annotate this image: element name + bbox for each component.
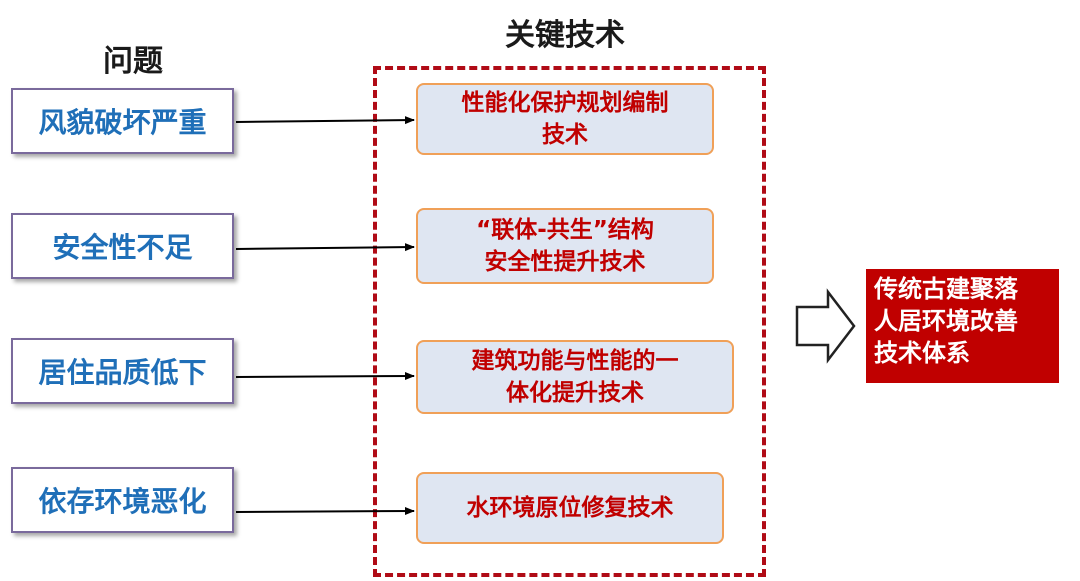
tech-box-4: 水环境原位修复技术 [416,472,724,544]
result-arrow-icon [795,288,856,364]
result-line: 传统古建聚落 [874,275,1018,303]
connector-arrow-3 [235,372,415,381]
result-line: 人居环境改善 [874,307,1018,335]
problem-box-3: 居住品质低下 [11,338,234,404]
tech-line: 体化提升技术 [506,380,644,406]
problem-box-2: 安全性不足 [11,213,234,279]
tech-line: 性能化保护规划编制 [461,90,669,116]
problem-label: 依存环境恶化 [38,485,207,518]
tech-box-2: “联体-共生”结构 安全性提升技术 [416,208,714,284]
tech-line: 水环境原位修复技术 [466,495,674,521]
tech-line: 技术 [542,122,588,148]
tech-line: 建筑功能与性能的一 [471,348,679,374]
tech-line: 安全性提升技术 [484,249,646,275]
result-box: 传统古建聚落 人居环境改善 技术体系 [866,269,1059,383]
connector-arrow-4 [235,507,415,516]
problem-label: 安全性不足 [52,231,193,264]
problem-box-4: 依存环境恶化 [11,467,234,533]
key-tech-dashed-frame [373,66,766,577]
problem-label: 风貌破坏严重 [38,106,207,139]
key-tech-heading: 关键技术 [505,18,625,53]
problems-heading: 问题 [103,44,163,79]
tech-line: “联体-共生”结构 [476,217,654,243]
connector-arrow-1 [235,116,415,125]
problem-box-1: 风貌破坏严重 [11,88,234,154]
tech-box-1: 性能化保护规划编制 技术 [416,83,714,155]
problem-label: 居住品质低下 [38,356,207,389]
connector-arrow-2 [235,243,415,252]
result-line: 技术体系 [874,339,970,367]
tech-box-3: 建筑功能与性能的一 体化提升技术 [416,340,734,414]
